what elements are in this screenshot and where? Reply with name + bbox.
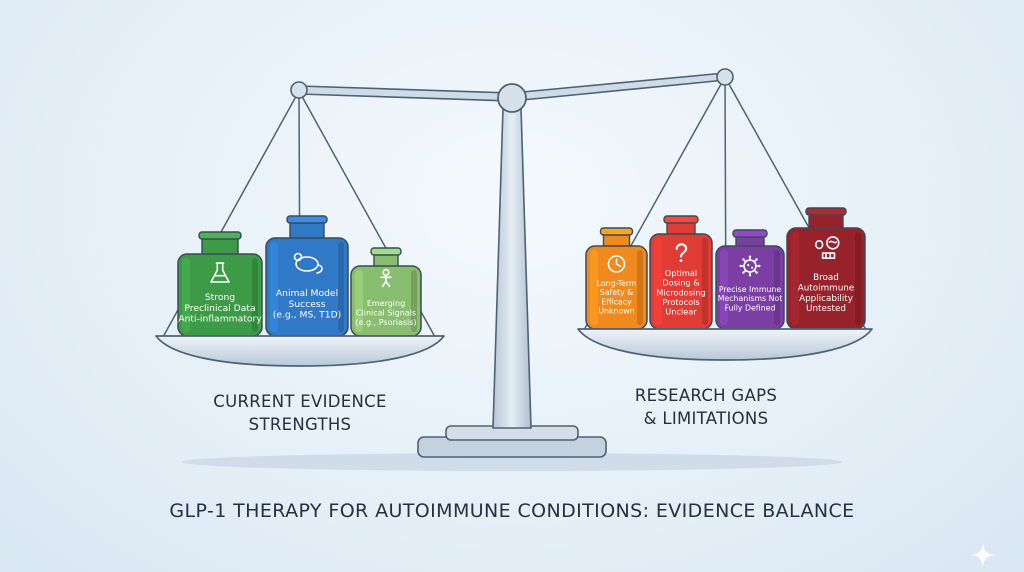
sparkle-icon [971,543,995,567]
scale-base [417,425,607,458]
right-pan [577,328,873,361]
left-pan [155,335,445,367]
virus-icon [739,255,761,277]
scale-pillar [492,107,532,429]
left-beam-knob [290,81,308,99]
person-icon [380,268,392,288]
left-pan-label: CURRENT EVIDENCE STRENGTHS [213,392,387,434]
organs-icon [815,236,840,259]
center-pivot [497,83,527,113]
page-title: GLP-1 THERAPY FOR AUTOIMMUNE CONDITIONS:… [169,500,855,522]
right-pan-label: RESEARCH GAPS & LIMITATIONS [634,386,778,428]
clock-icon [607,255,626,273]
ground-shadow [182,453,842,471]
flask-icon [210,262,230,283]
mouse-icon [293,252,323,274]
question-icon [675,243,688,263]
right-beam-knob [716,68,734,86]
